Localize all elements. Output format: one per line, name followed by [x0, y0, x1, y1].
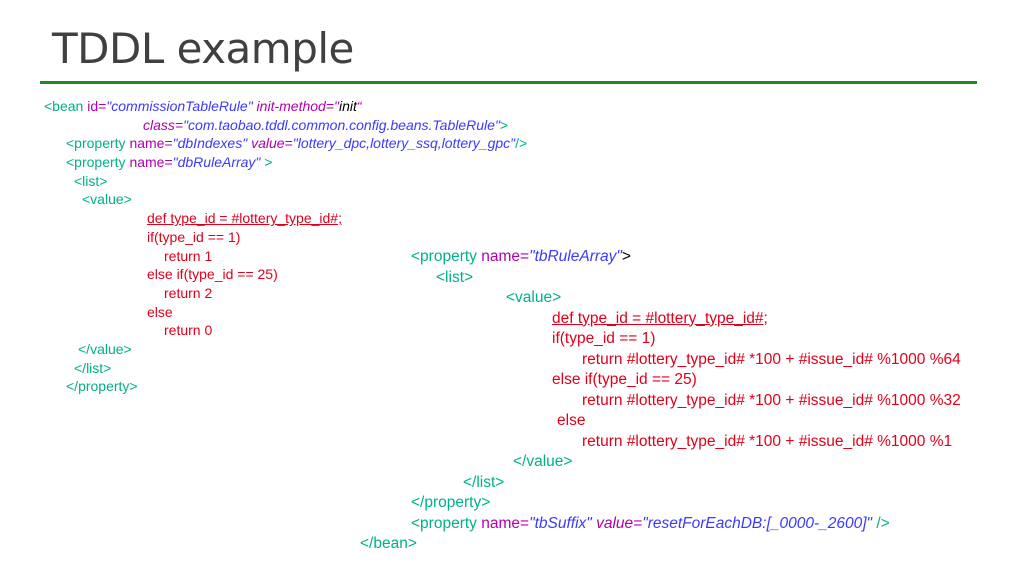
- attr-id-value: "commissionTableRule": [106, 98, 253, 114]
- script-line: if(type_id == 1): [147, 228, 241, 245]
- attr-init-method: init-method=: [252, 98, 334, 114]
- attr-name-value: "tbSuffix": [529, 514, 592, 532]
- attr-name: name=: [481, 514, 530, 532]
- code-line: <bean id="commissionTableRule" init-meth…: [44, 97, 527, 116]
- attr-name-value: "dbRuleArray": [172, 154, 261, 171]
- script-line: return #lottery_type_id# *100 + #issue_i…: [582, 432, 953, 450]
- code-line: <property name="tbSuffix" value="resetFo…: [360, 514, 961, 535]
- list-open-tag: <list>: [436, 268, 474, 286]
- attr-init-value: init: [338, 98, 357, 114]
- attr-init-quote-open: ": [334, 98, 339, 114]
- property-open-tag: <property: [411, 248, 482, 265]
- attr-class: class=: [143, 116, 184, 133]
- script-line: return 0: [164, 322, 213, 339]
- property-close-tag: </property>: [411, 494, 491, 511]
- attr-name: name=: [481, 248, 530, 265]
- property-close-tag: </property>: [66, 378, 138, 395]
- attr-init-quote-close: “: [356, 98, 362, 114]
- script-line: else: [147, 303, 173, 320]
- attr-value: value=: [591, 514, 643, 532]
- script-line: return 1: [164, 247, 213, 264]
- script-line: return 2: [164, 284, 213, 301]
- value-close-tag: </value>: [78, 340, 132, 357]
- attr-value-value: "resetForEachDB:[_0000-_2600]": [642, 514, 873, 532]
- bean-close-tag: </bean>: [360, 535, 417, 552]
- property-open-tag: <property: [66, 135, 130, 152]
- script-line: return #lottery_type_id# *100 + #issue_i…: [582, 350, 961, 368]
- property-open-tag: <property: [411, 514, 482, 532]
- attr-id: id=: [87, 98, 107, 114]
- left-code-block: <bean id="commissionTableRule" init-meth…: [44, 97, 527, 396]
- property-open-tag: <property: [66, 154, 130, 171]
- attr-value-value: "lottery_dpc,lottery_ssq,lottery_gpc": [292, 135, 516, 152]
- tag-self-close: />: [515, 135, 528, 152]
- list-close-tag: </list>: [74, 359, 112, 376]
- title-underline: [40, 81, 977, 84]
- right-code-block: <property name="tbRuleArray"> <list> <va…: [360, 247, 961, 555]
- script-line: else if(type_id == 25): [552, 371, 697, 388]
- tag-close: >: [499, 116, 509, 133]
- tag-close: >: [260, 154, 273, 171]
- attr-name-value: "tbRuleArray": [529, 248, 622, 265]
- attr-value: value=: [247, 135, 293, 152]
- attr-name: name=: [129, 135, 173, 152]
- script-line: if(type_id == 1): [552, 330, 656, 347]
- attr-name: name=: [129, 154, 173, 171]
- bean-open-tag: <bean: [44, 98, 88, 114]
- value-close-tag: </value>: [513, 453, 573, 470]
- script-line: def type_id = #lottery_type_id#;: [552, 309, 768, 327]
- code-line: <property name="tbRuleArray">: [360, 247, 961, 268]
- list-open-tag: <list>: [74, 172, 108, 189]
- value-open-tag: <value>: [506, 289, 562, 306]
- script-line: else: [557, 412, 586, 429]
- script-line: def type_id = #lottery_type_id#;: [147, 210, 342, 227]
- list-close-tag: </list>: [463, 473, 505, 491]
- script-line: return #lottery_type_id# *100 + #issue_i…: [582, 391, 961, 409]
- slide-title: TDDL example: [52, 24, 354, 73]
- tag-self-close: />: [872, 514, 890, 532]
- script-line: else if(type_id == 25): [147, 266, 278, 283]
- value-open-tag: <value>: [82, 191, 132, 208]
- code-line: <property name="dbRuleArray" >: [44, 153, 527, 172]
- code-line: class="com.taobao.tddl.common.config.bea…: [44, 116, 527, 135]
- tag-close: >: [621, 248, 631, 265]
- attr-class-value: "com.taobao.tddl.common.config.beans.Tab…: [183, 116, 500, 133]
- code-line: <property name="dbIndexes" value="lotter…: [44, 134, 527, 153]
- attr-name-value: "dbIndexes": [172, 135, 248, 152]
